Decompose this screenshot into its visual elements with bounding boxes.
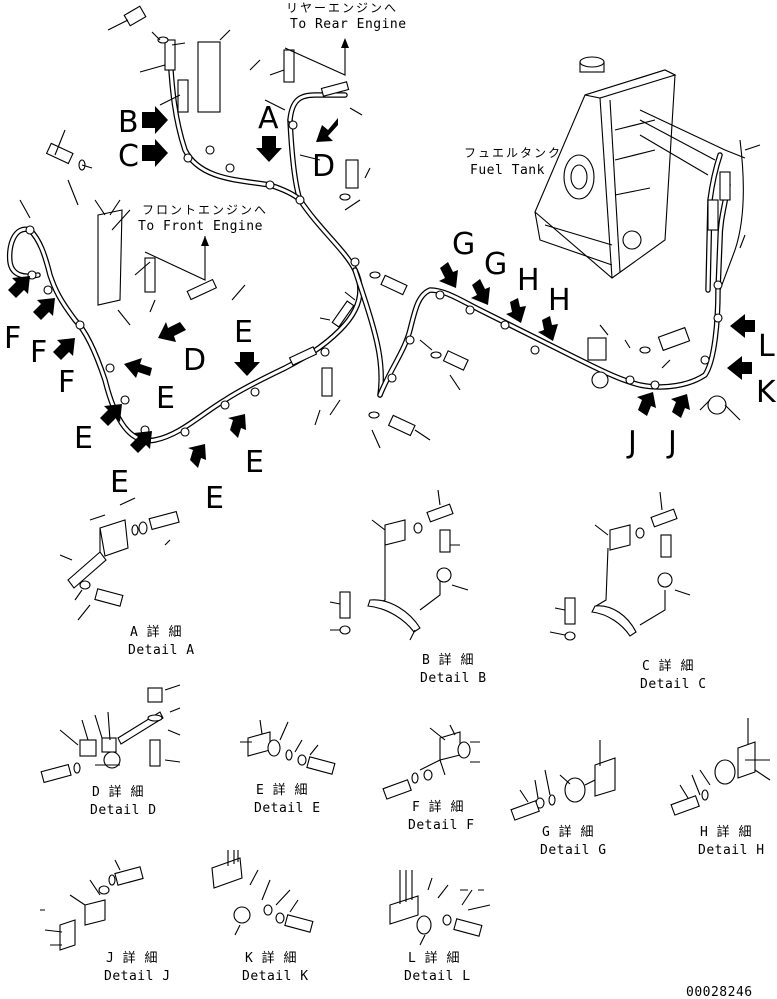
detail-L-title-en: Detail L (404, 969, 471, 984)
detail-J-title-jp: J 詳 細 (106, 950, 158, 966)
detail-A-drawing (59, 497, 180, 621)
clamp-bracket (587, 337, 607, 361)
detail-C-drawing (549, 491, 691, 641)
washer (369, 271, 381, 279)
detail-B-title-en: Detail B (420, 671, 487, 686)
callout-J: J (626, 425, 637, 460)
bolt (442, 350, 469, 371)
route-labels: リヤーエンジンへ To Rear Engine フロントエンジンへ To Fro… (138, 1, 562, 234)
rear-engine-label-jp: リヤーエンジンへ (286, 1, 398, 15)
bolt (345, 159, 359, 189)
callout-L: L (758, 329, 775, 364)
callout-H: H (548, 283, 571, 318)
leader-lines (19, 19, 761, 449)
callout-E: E (245, 445, 264, 480)
detail-J-drawing (40, 859, 144, 951)
detail-H-title-en: Detail H (698, 843, 765, 858)
callout-F: F (4, 321, 21, 356)
front-engine-label-en: To Front Engine (138, 219, 263, 234)
detail-K-title-en: Detail K (242, 969, 309, 984)
bolt (177, 79, 189, 113)
detail-F-drawing (382, 724, 480, 800)
mounting-bracket (197, 41, 221, 113)
bolt (321, 367, 333, 397)
bolt (144, 257, 156, 293)
washer (639, 346, 651, 354)
detail-A-title-en: Detail A (128, 643, 195, 658)
hose-fitting (707, 199, 719, 231)
detail-B-title-jp: B 詳 細 (422, 652, 474, 668)
callout-F: F (58, 365, 75, 400)
washer (157, 36, 169, 44)
callout-C: C (118, 139, 139, 174)
callout-G: G (484, 247, 507, 282)
callout-H: H (517, 263, 540, 298)
bolt (186, 278, 218, 301)
callout-E: E (205, 481, 224, 516)
callout-E: E (74, 421, 93, 456)
detail-A-title-jp: A 詳 細 (130, 624, 182, 640)
clamp (707, 395, 727, 415)
detail-D-title-en: Detail D (90, 803, 157, 818)
detail-F-title-jp: F 詳 細 (412, 799, 464, 815)
fuel-tank (534, 56, 746, 279)
hose-fitting (288, 346, 318, 366)
callout-K: K (756, 375, 777, 410)
callout-G: G (452, 227, 475, 262)
detail-E-title-jp: E 詳 細 (256, 782, 308, 798)
hose-fitting (719, 171, 731, 201)
route-clamps (25, 5, 731, 437)
bolt (164, 39, 176, 71)
detail-H-drawing (670, 718, 771, 816)
detail-L-drawing (389, 870, 491, 946)
bolt (387, 414, 416, 437)
washer (430, 351, 442, 359)
callout-J: J (666, 425, 677, 460)
drawing-number: 00028246 (686, 985, 753, 999)
callout-A: A (258, 101, 279, 136)
detail-G-title-en: Detail G (540, 843, 607, 858)
callout-F: F (30, 335, 47, 370)
detail-B-drawing (329, 489, 469, 641)
callout-B: B (118, 105, 139, 140)
clamp (591, 371, 609, 389)
callout-D: D (312, 149, 335, 184)
detail-J-title-en: Detail J (104, 969, 171, 984)
detail-D-drawing (40, 684, 181, 784)
detail-K-title-jp: K 詳 細 (245, 950, 297, 966)
detail-C-title-jp: C 詳 細 (642, 658, 694, 674)
view-arrows (8, 106, 755, 468)
callout-E: E (234, 315, 253, 350)
detail-D-title-jp: D 詳 細 (92, 784, 144, 800)
detail-G-drawing (510, 740, 616, 821)
washer (368, 411, 380, 419)
detail-L-title-jp: L 詳 細 (408, 950, 460, 966)
rear-engine-label-en: To Rear Engine (290, 17, 407, 32)
detail-C-title-en: Detail C (640, 677, 707, 692)
mounting-bracket-left (97, 209, 123, 306)
callout-E: E (110, 465, 129, 500)
callout-letters: B C A D D F F F E E E E E E G G H H J J … (4, 101, 777, 516)
detail-E-title-en: Detail E (254, 801, 321, 816)
fuel-tank-label-en: Fuel Tank (470, 163, 545, 178)
hose-fitting (320, 81, 350, 97)
callout-D: D (183, 343, 206, 378)
detail-E-drawing (240, 719, 336, 775)
hose-fitting (331, 300, 355, 328)
fuel-tank-label-jp: フュエルタンク (464, 146, 562, 160)
detail-F-title-en: Detail F (408, 818, 475, 833)
detail-K-drawing (211, 850, 314, 936)
routing-arrows (201, 38, 349, 246)
front-engine-label-jp: フロントエンジンへ (142, 203, 268, 217)
detail-H-title-jp: H 詳 細 (700, 824, 752, 840)
callout-E: E (156, 381, 175, 416)
washer (339, 193, 351, 201)
bolt (283, 49, 295, 83)
bolt (380, 274, 408, 296)
detail-G-title-jp: G 詳 細 (542, 824, 594, 840)
bolt (123, 5, 147, 27)
bolt (45, 142, 74, 165)
bolt (657, 326, 691, 352)
